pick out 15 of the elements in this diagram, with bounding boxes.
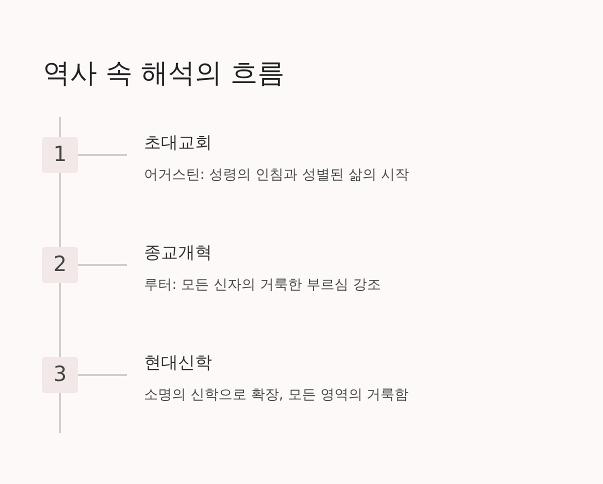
entry-description: 소명의 신학으로 확장, 모든 영역의 거룩함 bbox=[144, 386, 409, 405]
step-number-box: 3 bbox=[42, 357, 78, 393]
entry-description: 어거스틴: 성령의 인침과 성별된 삶의 시작 bbox=[144, 166, 409, 185]
step-number-box: 2 bbox=[42, 247, 78, 283]
connector-line bbox=[78, 374, 127, 376]
timeline-line bbox=[59, 283, 61, 357]
entry-description: 루터: 모든 신자의 거룩한 부르심 강조 bbox=[144, 276, 381, 295]
entry-heading: 초대교회 bbox=[144, 132, 212, 155]
timeline-line bbox=[59, 173, 61, 247]
step-number-box: 1 bbox=[42, 137, 78, 173]
connector-line bbox=[78, 154, 127, 156]
entry-heading: 현대신학 bbox=[144, 352, 212, 375]
diagram-title: 역사 속 해석의 흐름 bbox=[43, 57, 285, 91]
entry-heading: 종교개혁 bbox=[144, 242, 212, 265]
connector-line bbox=[78, 264, 127, 266]
